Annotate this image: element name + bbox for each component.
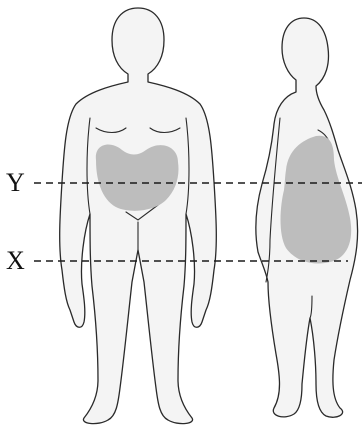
side-figure bbox=[256, 18, 358, 417]
side-abdominal-fat-region bbox=[281, 136, 352, 264]
front-figure bbox=[60, 8, 217, 424]
reference-label-y: Y bbox=[6, 168, 25, 197]
front-figure-silhouette bbox=[60, 8, 217, 424]
reference-label-x: X bbox=[6, 246, 25, 275]
